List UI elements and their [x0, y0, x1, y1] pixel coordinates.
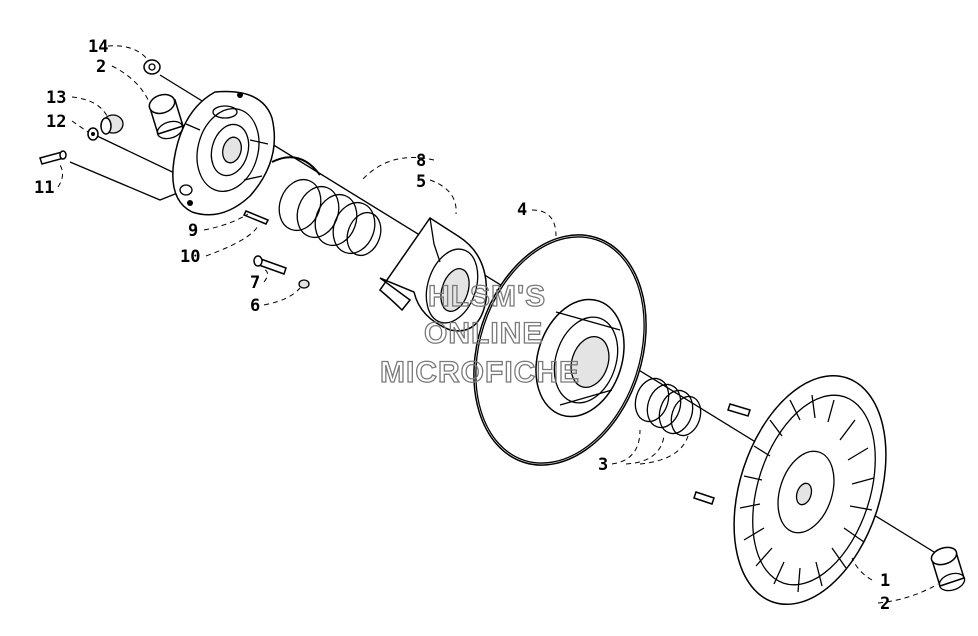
- part-8-spring: [271, 156, 382, 257]
- callout-11: 11: [34, 178, 54, 198]
- callout-2-bottom: 2: [880, 594, 890, 614]
- callout-4: 4: [517, 200, 527, 220]
- part-12-washer: [87, 127, 99, 141]
- watermark-line-3: MICROFICHE: [380, 356, 580, 389]
- callout-14: 14: [88, 37, 108, 57]
- watermark: HLSM'S ONLINE MICROFICHE: [379, 279, 580, 389]
- callout-labels: 14 2 13 12 11 9 10 8 5 7 6 4 3 1 2: [34, 37, 890, 614]
- callout-8: 8: [416, 151, 426, 171]
- watermark-line-1: HLSM'S: [428, 280, 546, 313]
- callout-2-top: 2: [96, 57, 106, 77]
- part-6-nut: [298, 279, 310, 289]
- callout-3: 3: [598, 455, 608, 475]
- part-3-spring: [634, 377, 702, 437]
- part-4-sheave: [473, 234, 647, 466]
- callout-9: 9: [188, 221, 198, 241]
- callout-5: 5: [416, 172, 426, 192]
- callout-1: 1: [880, 571, 890, 591]
- callout-7: 7: [250, 273, 260, 293]
- part-5-cam: [378, 216, 488, 332]
- callout-10: 10: [180, 247, 200, 267]
- callout-6: 6: [250, 296, 260, 316]
- part-9-pin: [242, 210, 270, 225]
- callout-12: 12: [46, 112, 66, 132]
- part-7-bolt: [253, 255, 287, 275]
- part-2-bushing-bottom: [930, 546, 966, 592]
- callout-13: 13: [46, 88, 66, 108]
- watermark-line-2: ONLINE: [424, 317, 543, 350]
- part-14-nut: [143, 59, 161, 75]
- part-2-bushing-top: [148, 93, 184, 140]
- part-13-roller: [100, 114, 124, 135]
- part-11-pin: [39, 150, 67, 165]
- leader-lines: [57, 45, 939, 604]
- part-spider-cover: [172, 90, 276, 216]
- part-1-fixed-sheave: [693, 374, 887, 606]
